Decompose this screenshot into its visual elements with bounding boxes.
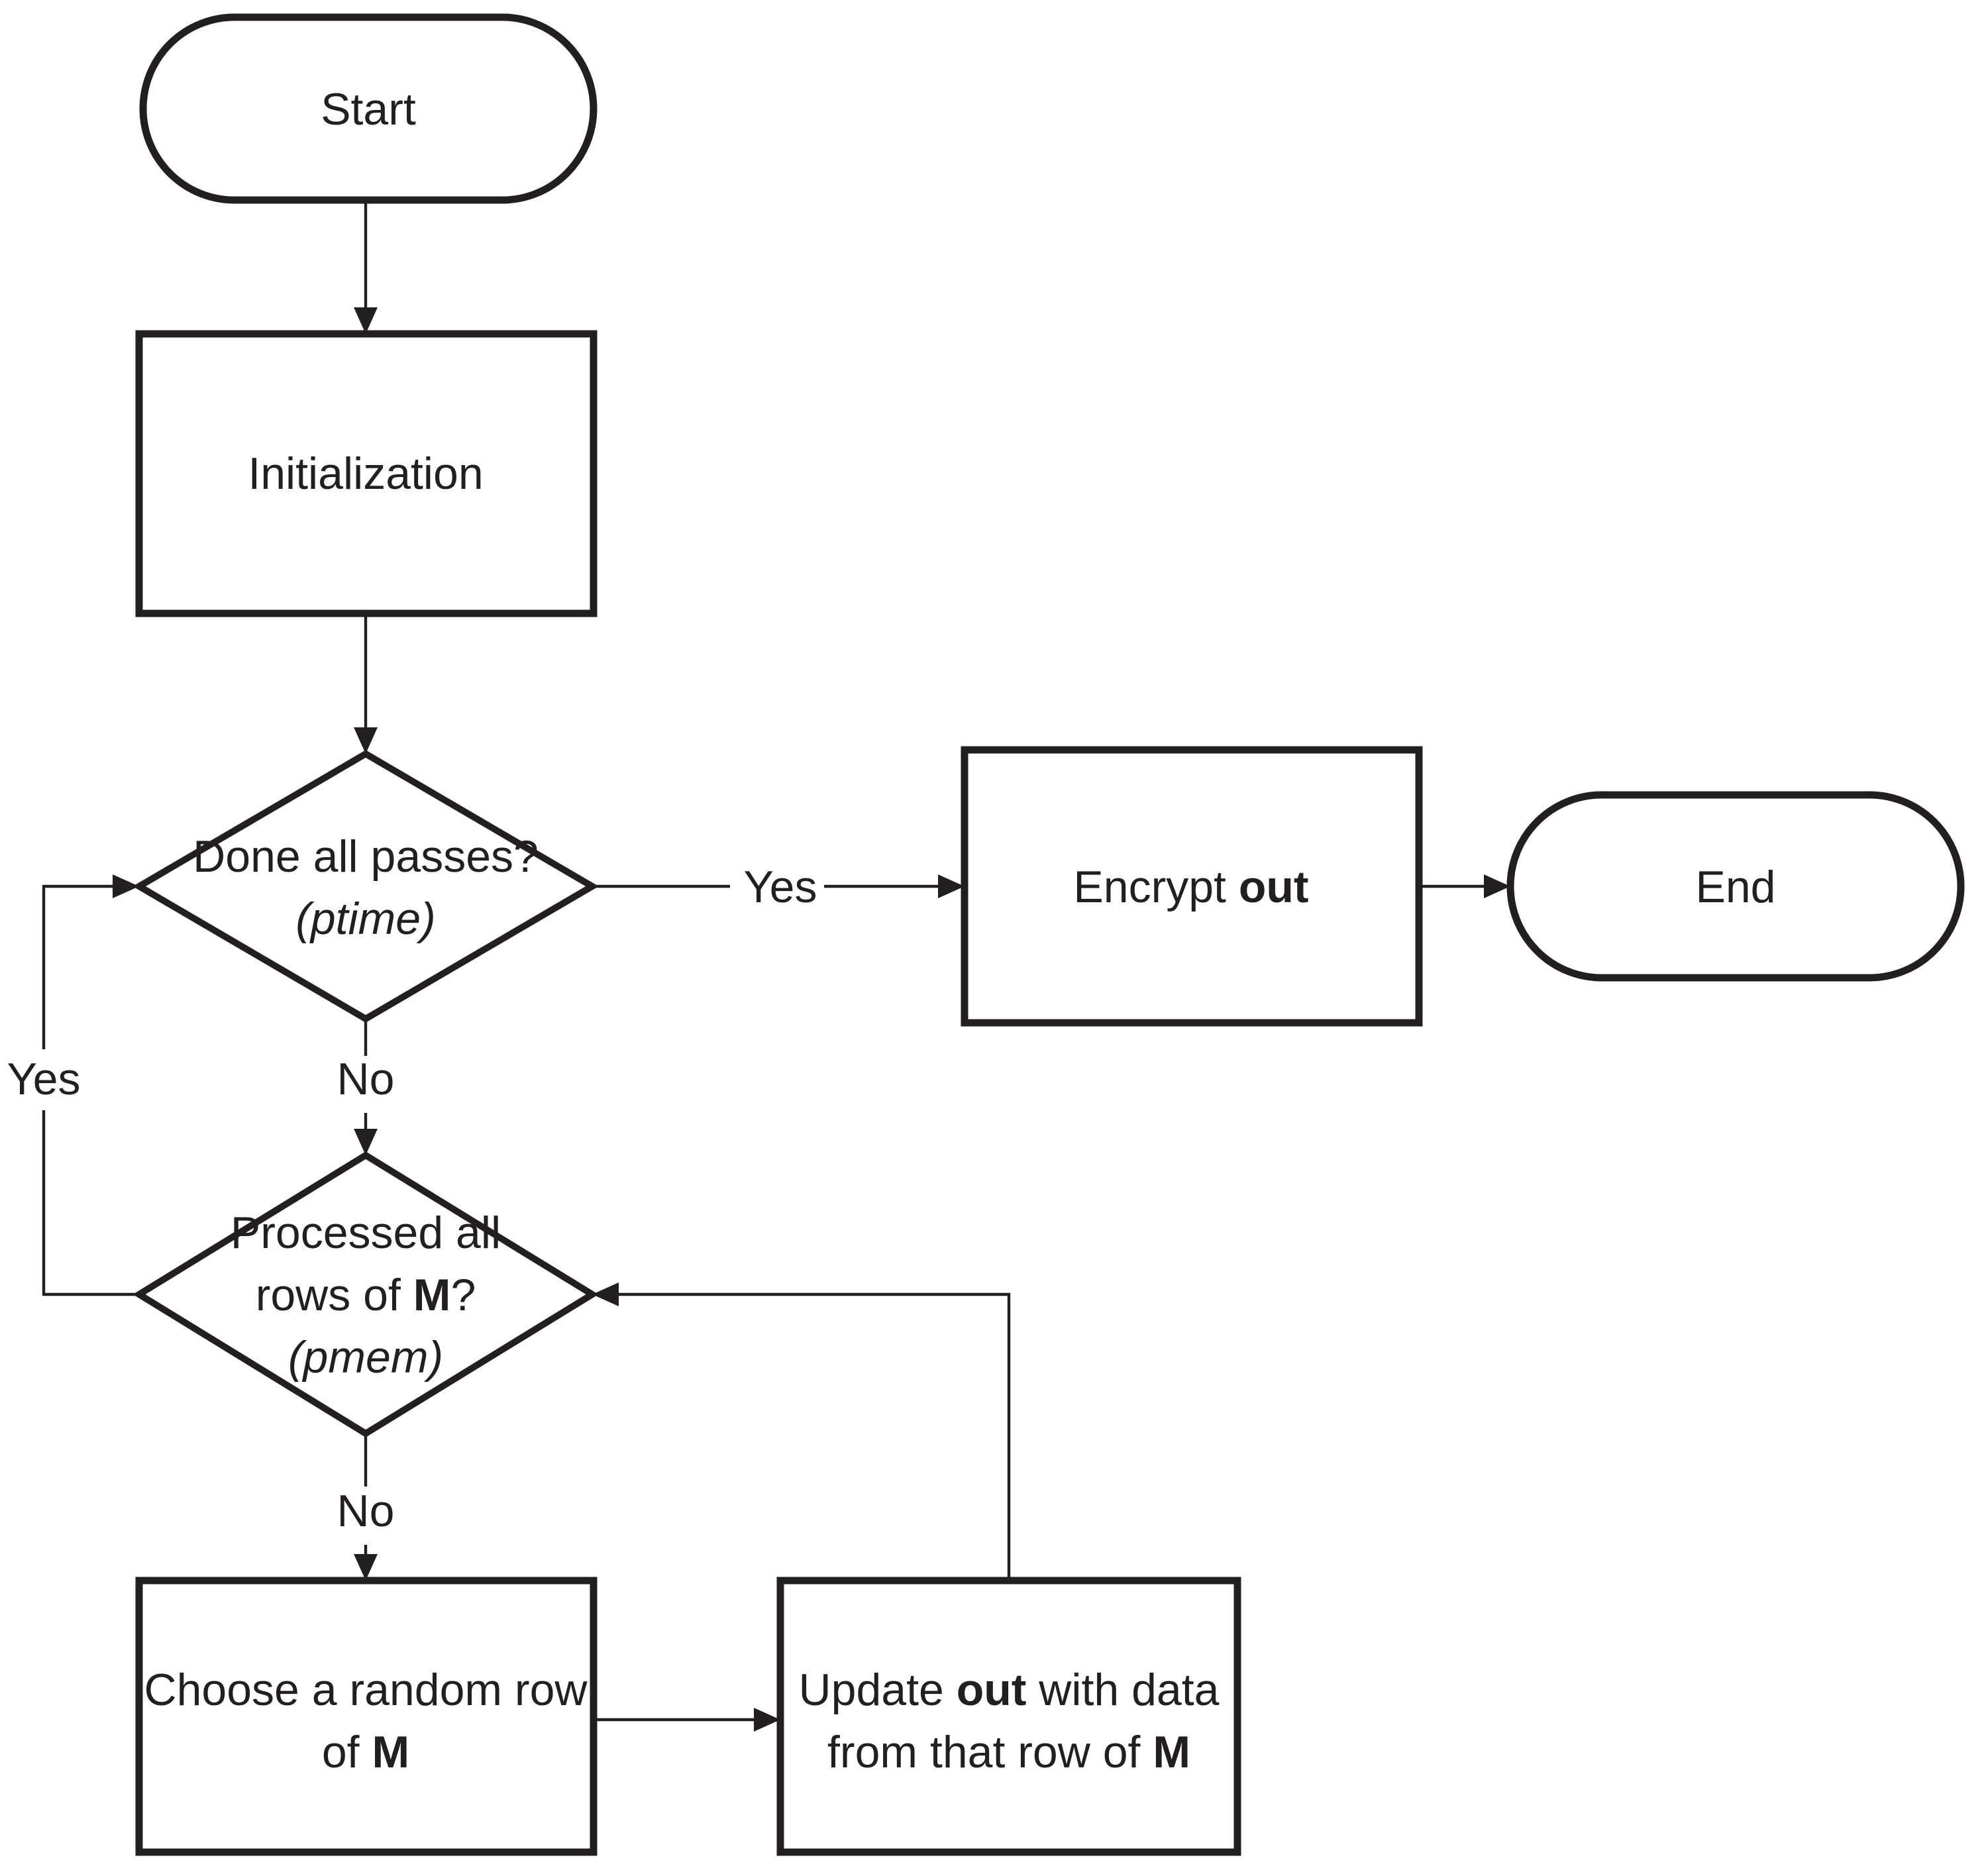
edge-init-decision-passes (354, 613, 378, 754)
edge-label-yes: Yes (744, 862, 817, 912)
update-out-line1-regular2: with data (1026, 1665, 1219, 1715)
update-out-line1-bold: out (957, 1665, 1027, 1715)
edge-decision-rows-yes-loop: Yes (7, 874, 139, 1296)
node-update-out: Update out with data from that row of M (776, 1577, 1241, 1856)
edge-update-loop-decision-rows (592, 1282, 1011, 1581)
edge-start-init (354, 201, 378, 334)
edge-encrypt-end (1419, 874, 1510, 898)
arrowhead-into-initialization (354, 307, 378, 334)
arrowhead-into-encrypt (938, 874, 965, 898)
edge-decision-passes-no: No (337, 1019, 395, 1155)
decision-rows-diamond (132, 1151, 599, 1437)
arrowhead-into-end (1484, 874, 1510, 898)
edge-line (42, 884, 114, 1049)
arrowhead-into-update-out (754, 1708, 780, 1732)
update-out-line2-regular: from that row of (827, 1727, 1153, 1777)
encrypt-label-bold: out (1239, 862, 1309, 912)
decision-rows-line2-bold: M (413, 1270, 451, 1320)
arrowhead-into-decision-rows-right (592, 1282, 619, 1306)
encrypt-label-regular: Encrypt (1073, 862, 1238, 912)
start-label: Start (321, 84, 416, 134)
decision-passes-line1: Done all passes? (193, 831, 539, 882)
decision-rows-line1: Processed all (231, 1208, 501, 1258)
update-out-line2-bold: M (1153, 1727, 1190, 1777)
update-out-rect (776, 1577, 1241, 1856)
node-choose-row: Choose a random row of M (135, 1577, 598, 1856)
update-out-line2: from that row of M (827, 1727, 1190, 1777)
edge-decision-passes-yes: Yes (592, 862, 965, 912)
node-decision-rows: Processed all rows of M? (pmem) (132, 1151, 599, 1437)
end-label: End (1696, 862, 1776, 912)
decision-rows-line3: (pmem) (288, 1332, 443, 1382)
edge-choose-update (594, 1708, 780, 1732)
node-start: Start (139, 13, 598, 204)
edge-line (42, 1110, 139, 1296)
decision-rows-line2-question: ? (450, 1270, 476, 1320)
start-stadium (139, 13, 598, 204)
arrowhead-into-decision-passes (354, 727, 378, 754)
initialization-rect (135, 330, 598, 617)
choose-row-line2-regular: of (322, 1727, 372, 1777)
decision-rows-line2: rows of M? (256, 1270, 476, 1320)
arrowhead-into-decision-rows (354, 1129, 378, 1155)
decision-passes-line2: (ptime) (295, 894, 436, 944)
update-out-line1: Update out with data (799, 1665, 1220, 1715)
edge-line (619, 1292, 1011, 1581)
update-out-line1-regular: Update (799, 1665, 957, 1715)
encrypt-label: Encrypt out (1073, 862, 1308, 912)
arrowhead-into-choose-row (354, 1554, 378, 1581)
choose-row-line2: of M (322, 1727, 409, 1777)
choose-row-rect (135, 1577, 598, 1856)
edge-label-no: No (337, 1486, 395, 1536)
initialization-label: Initialization (248, 448, 483, 499)
edge-label-no: No (337, 1054, 395, 1104)
edge-decision-rows-no: No (337, 1433, 395, 1581)
decision-passes-diamond (132, 750, 599, 1023)
edge-label-yes: Yes (7, 1054, 81, 1104)
end-stadium (1506, 791, 1965, 982)
choose-row-line2-bold: M (372, 1727, 409, 1777)
node-end: End (1506, 791, 1965, 982)
node-initialization: Initialization (135, 330, 598, 617)
encrypt-rect (961, 746, 1423, 1027)
node-decision-passes: Done all passes? (ptime) (132, 750, 599, 1023)
choose-row-line1: Choose a random row (144, 1665, 588, 1715)
arrowhead-into-decision-passes-left (113, 874, 139, 898)
node-encrypt-out: Encrypt out (961, 746, 1423, 1027)
decision-rows-line2-regular: rows of (256, 1270, 413, 1320)
